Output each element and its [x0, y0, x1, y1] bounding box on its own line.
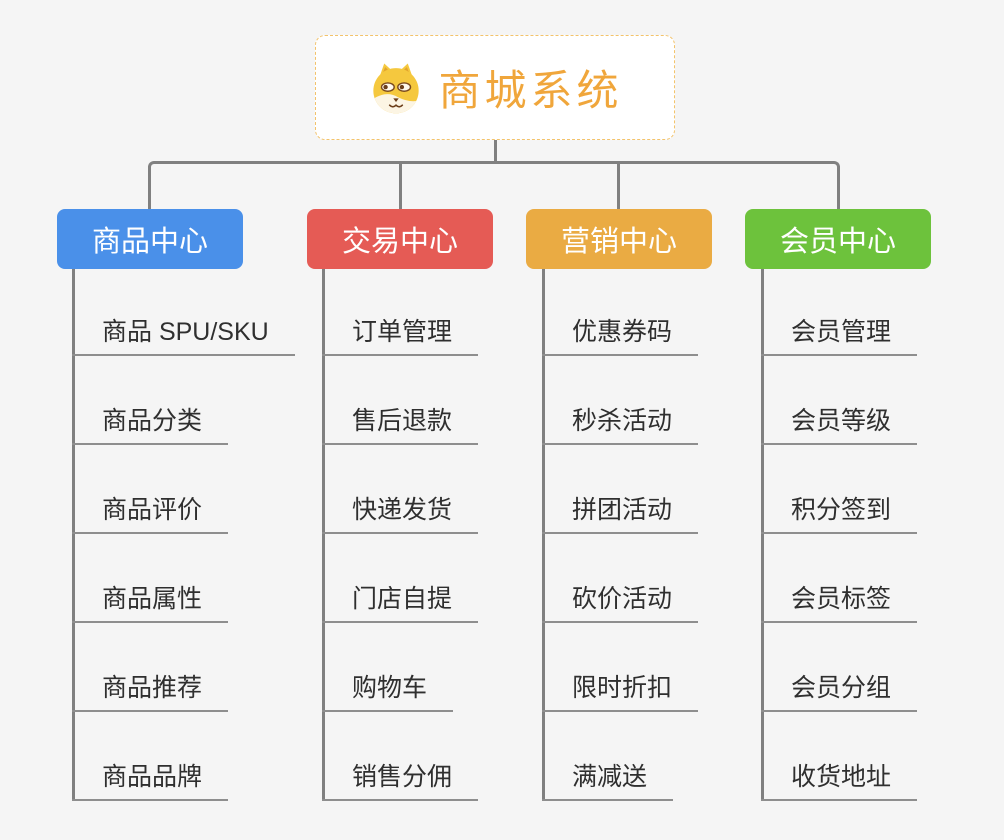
branch-node-member-center[interactable]: 会员中心: [745, 209, 931, 269]
leaf-item[interactable]: 收货地址: [761, 762, 918, 801]
leaf-item[interactable]: 会员分组: [761, 673, 918, 712]
leaf-item[interactable]: 商品品牌: [72, 762, 229, 801]
leaf-item[interactable]: 会员管理: [761, 317, 918, 356]
leaf-item[interactable]: 满减送: [542, 762, 674, 801]
branch-label: 营销中心: [560, 226, 677, 258]
column-rail-line: [322, 269, 325, 801]
branch-drop-line: [617, 164, 620, 209]
leaf-item[interactable]: 限时折扣: [542, 673, 699, 712]
root-node[interactable]: 商城系统: [315, 35, 675, 140]
column-rail-line: [761, 269, 764, 801]
branch-node-marketing-center[interactable]: 营销中心: [526, 209, 712, 269]
root-title: 商城系统: [438, 67, 623, 114]
branch-label: 商品中心: [91, 226, 208, 258]
branch-label: 会员中心: [779, 226, 896, 258]
leaf-item[interactable]: 售后退款: [322, 406, 479, 445]
leaf-item[interactable]: 积分签到: [761, 495, 918, 534]
leaf-item[interactable]: 砍价活动: [542, 584, 699, 623]
branch-drop-line: [399, 164, 402, 209]
leaf-item[interactable]: 销售分佣: [322, 762, 479, 801]
branch-rail-line: [148, 161, 840, 209]
leaf-item[interactable]: 秒杀活动: [542, 406, 699, 445]
branch-node-product-center[interactable]: 商品中心: [57, 209, 243, 269]
leaf-item[interactable]: 商品属性: [72, 584, 229, 623]
branch-node-trade-center[interactable]: 交易中心: [307, 209, 493, 269]
leaf-item[interactable]: 订单管理: [322, 317, 479, 356]
column-rail-line: [542, 269, 545, 801]
leaf-item[interactable]: 会员标签: [761, 584, 918, 623]
leaf-item[interactable]: 会员等级: [761, 406, 918, 445]
leaf-item[interactable]: 商品 SPU/SKU: [72, 317, 295, 356]
leaf-item[interactable]: 商品推荐: [72, 673, 229, 712]
leaf-item[interactable]: 购物车: [322, 673, 454, 712]
leaf-item[interactable]: 门店自提: [322, 584, 479, 623]
leaf-item[interactable]: 商品评价: [72, 495, 229, 534]
leaf-item[interactable]: 商品分类: [72, 406, 229, 445]
root-stem-line: [494, 140, 497, 164]
column-rail-line: [72, 269, 75, 801]
leaf-item[interactable]: 优惠券码: [542, 317, 699, 356]
branch-label: 交易中心: [341, 226, 458, 258]
dog-face-icon: [373, 63, 420, 113]
leaf-item[interactable]: 拼团活动: [542, 495, 699, 534]
leaf-item[interactable]: 快递发货: [322, 495, 479, 534]
